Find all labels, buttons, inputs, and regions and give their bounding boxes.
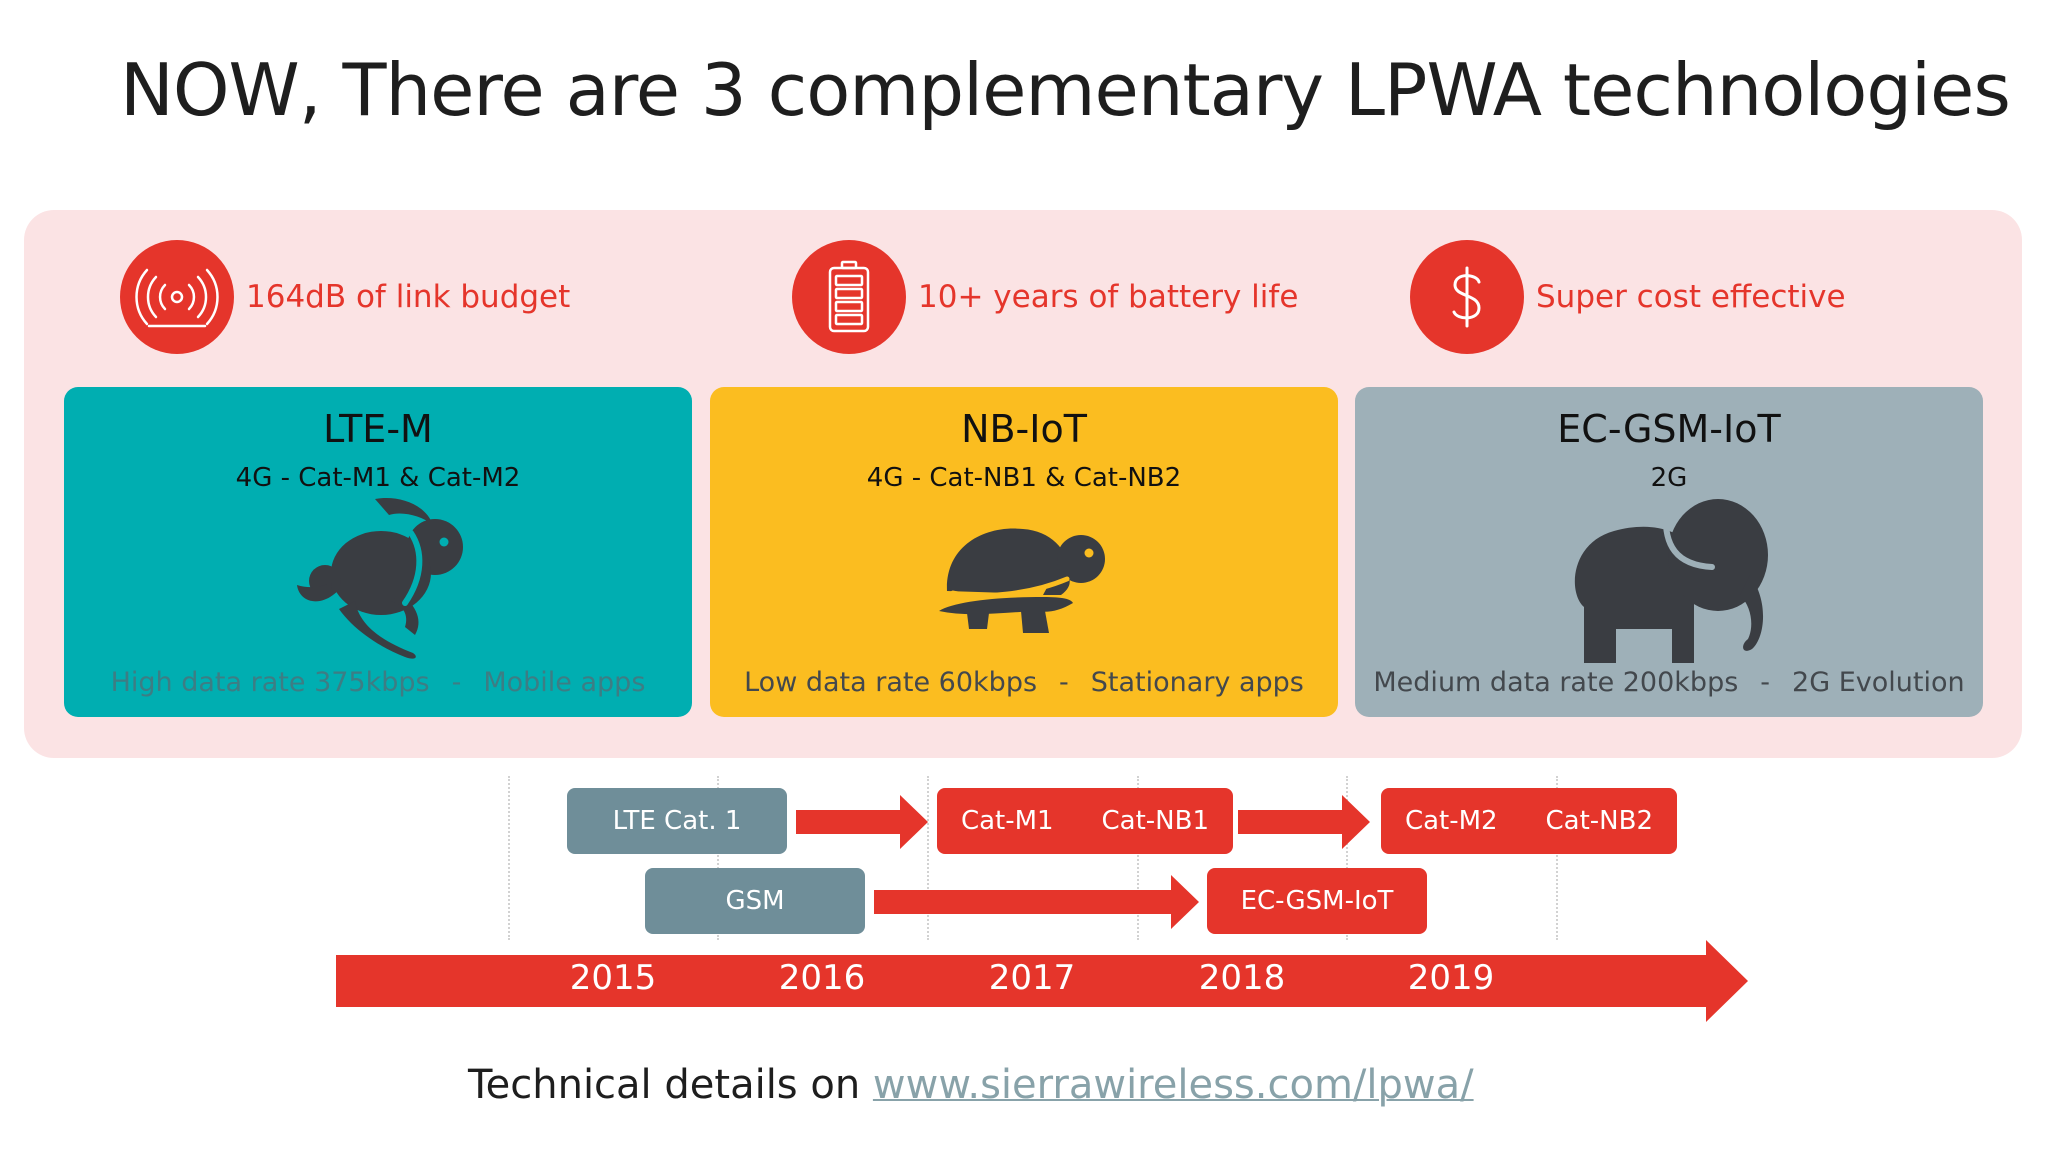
- year-guide-line: [717, 776, 719, 940]
- use-case: 2G Evolution: [1792, 667, 1965, 698]
- year-guide-line: [508, 776, 510, 940]
- tech-box-cat-m2-nb2: Cat-M2 Cat-NB2: [1381, 788, 1677, 854]
- battery-icon: [792, 240, 906, 354]
- year-guide-line: [1346, 776, 1348, 940]
- arrow-right-icon: [1238, 795, 1370, 849]
- separator: -: [1760, 667, 1771, 698]
- use-case: Mobile apps: [483, 667, 646, 698]
- year-label: 2016: [778, 958, 866, 998]
- card-subtitle: 4G - Cat-M1 & Cat-M2: [235, 463, 521, 493]
- tech-box-cat-m1-nb1: Cat-M1 Cat-NB1: [937, 788, 1233, 854]
- card-lte-m: LTE-M 4G - Cat-M1 & Cat-M2 High data rat…: [64, 387, 692, 717]
- card-footer: Medium data rate 200kbps-2G Evolution: [1355, 667, 1983, 698]
- tech-label: LTE Cat. 1: [612, 806, 742, 836]
- tech-label: Cat-NB2: [1545, 806, 1654, 836]
- footer-text: Technical details on www.sierrawireless.…: [468, 1062, 1474, 1108]
- separator: -: [1059, 667, 1069, 698]
- timeline-arrow: [336, 940, 1748, 1022]
- feature-cost: Super cost effective: [1410, 240, 1846, 354]
- feature-battery-life-text: 10+ years of battery life: [918, 279, 1299, 315]
- card-title: LTE-M: [323, 407, 433, 451]
- year-guide-line: [927, 776, 929, 940]
- separator: -: [451, 667, 462, 698]
- year-label: 2017: [988, 958, 1076, 998]
- data-rate: Medium data rate 200kbps: [1373, 667, 1739, 698]
- feature-link-budget-text: 164dB of link budget: [246, 279, 571, 315]
- use-case: Stationary apps: [1090, 667, 1304, 698]
- turtle-icon: [939, 528, 1105, 633]
- dollar-icon: [1410, 240, 1524, 354]
- page-title: NOW, There are 3 complementary LPWA tech…: [120, 48, 2011, 132]
- card-subtitle: 2G: [1650, 463, 1688, 493]
- rabbit-icon: [297, 498, 463, 659]
- year-label: 2019: [1407, 958, 1495, 998]
- arrow-right-icon: [796, 795, 928, 849]
- tech-label: Cat-NB1: [1101, 806, 1210, 836]
- card-subtitle: 4G - Cat-NB1 & Cat-NB2: [866, 463, 1182, 493]
- year-guide-line: [1556, 776, 1558, 940]
- tech-label: Cat-M2: [1404, 806, 1498, 836]
- data-rate: Low data rate 60kbps: [744, 667, 1038, 698]
- elephant-icon: [1574, 499, 1768, 663]
- tech-box-ec-gsm-iot: EC-GSM-IoT: [1207, 868, 1427, 934]
- feature-battery-life: 10+ years of battery life: [792, 240, 1298, 354]
- card-footer: High data rate 375kbps-Mobile apps: [64, 667, 692, 698]
- tech-box-lte-cat1: LTE Cat. 1: [567, 788, 787, 854]
- year-guide-line: [1137, 776, 1139, 940]
- card-title: EC-GSM-IoT: [1557, 407, 1781, 451]
- signal-icon: [120, 240, 234, 354]
- sierrawireless-link[interactable]: www.sierrawireless.com/lpwa/: [872, 1062, 1474, 1108]
- tech-label: GSM: [725, 886, 785, 916]
- feature-link-budget: 164dB of link budget: [120, 240, 570, 354]
- year-label: 2015: [569, 958, 657, 998]
- tech-label: EC-GSM-IoT: [1240, 886, 1394, 916]
- card-ec-gsm-iot: EC-GSM-IoT 2G Medium data rate 200kbps-2…: [1355, 387, 1983, 717]
- arrow-right-icon: [874, 875, 1199, 929]
- tech-label: Cat-M1: [960, 806, 1054, 836]
- tech-box-gsm: GSM: [645, 868, 865, 934]
- footer-prefix: Technical details on: [468, 1062, 873, 1108]
- data-rate: High data rate 375kbps: [110, 667, 430, 698]
- card-title: NB-IoT: [961, 407, 1087, 451]
- year-label: 2018: [1198, 958, 1286, 998]
- feature-cost-text: Super cost effective: [1536, 279, 1846, 315]
- card-nb-iot: NB-IoT 4G - Cat-NB1 & Cat-NB2 Low data r…: [710, 387, 1338, 717]
- card-footer: Low data rate 60kbps-Stationary apps: [710, 667, 1338, 698]
